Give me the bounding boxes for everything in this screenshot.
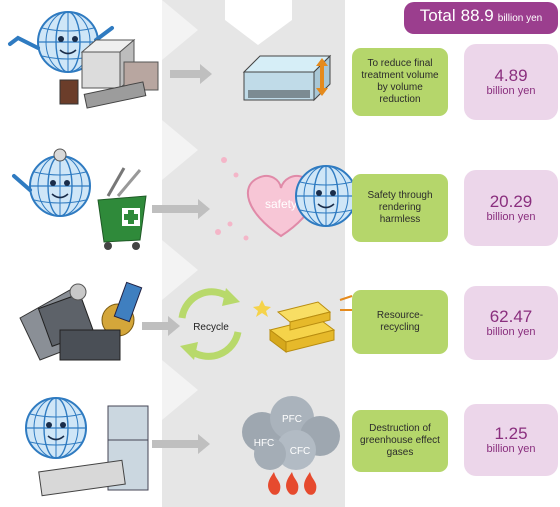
amount-box-4: 1.25 billion yen	[464, 404, 558, 476]
description-box-4: Destruction of greenhouse effect gases	[352, 410, 448, 472]
description-text-2: Safety through rendering harmless	[367, 190, 433, 225]
globe-mascot-2	[12, 148, 91, 217]
appliance-scrap-pile	[19, 281, 143, 361]
description-box-1: To reduce final treatment volume by volu…	[352, 48, 448, 116]
gold-ingots	[253, 295, 354, 353]
amount-box-2: 20.29 billion yen	[464, 170, 558, 246]
arrow-1	[170, 64, 212, 84]
gas-label-hfc: HFC	[254, 438, 275, 449]
total-value: 88.9	[460, 6, 494, 25]
globe-mascot-4	[25, 397, 87, 459]
compression-box	[242, 54, 332, 102]
amount-unit-3: billion yen	[486, 326, 536, 338]
amount-value-2: 20.29	[489, 192, 533, 211]
arrow-4	[152, 434, 210, 454]
amount-unit-4: billion yen	[486, 443, 536, 455]
flame-icons	[268, 472, 317, 495]
total-badge: Total 88.9 billion yen	[404, 2, 558, 34]
total-unit: billion yen	[497, 13, 543, 24]
safety-label: safety	[265, 197, 297, 211]
amount-box-1: 4.89 billion yen	[464, 44, 558, 120]
arrow-2	[152, 199, 210, 219]
globe-mascot-hugging	[295, 165, 357, 227]
description-text-4: Destruction of greenhouse effect gases	[360, 423, 440, 458]
description-box-3: Resource-recycling	[352, 290, 448, 354]
arrow-3	[142, 316, 180, 336]
medical-waste-bin	[97, 167, 147, 250]
recycle-label: Recycle	[193, 322, 229, 333]
globe-mascot-1	[8, 11, 114, 73]
mixed-waste-pile	[59, 38, 159, 109]
recycle-loop: Recycle	[178, 288, 242, 360]
amount-unit-2: billion yen	[486, 211, 536, 223]
gas-label-cfc: CFC	[290, 446, 311, 457]
amount-box-3: 62.47 billion yen	[464, 286, 558, 360]
fridge-aircon	[38, 405, 149, 497]
gas-label-pfc: PFC	[282, 414, 302, 425]
amount-value-3: 62.47	[489, 307, 533, 326]
total-label: Total	[419, 6, 456, 25]
amount-value-4: 1.25	[494, 424, 528, 443]
description-text-3: Resource-recycling	[376, 310, 424, 333]
amount-unit-1: billion yen	[486, 85, 536, 97]
description-box-2: Safety through rendering harmless	[352, 174, 448, 242]
description-text-1: To reduce final treatment volume by volu…	[361, 58, 439, 105]
gas-cloud: PFC HFC CFC	[242, 396, 340, 470]
amount-value-1: 4.89	[494, 66, 528, 85]
